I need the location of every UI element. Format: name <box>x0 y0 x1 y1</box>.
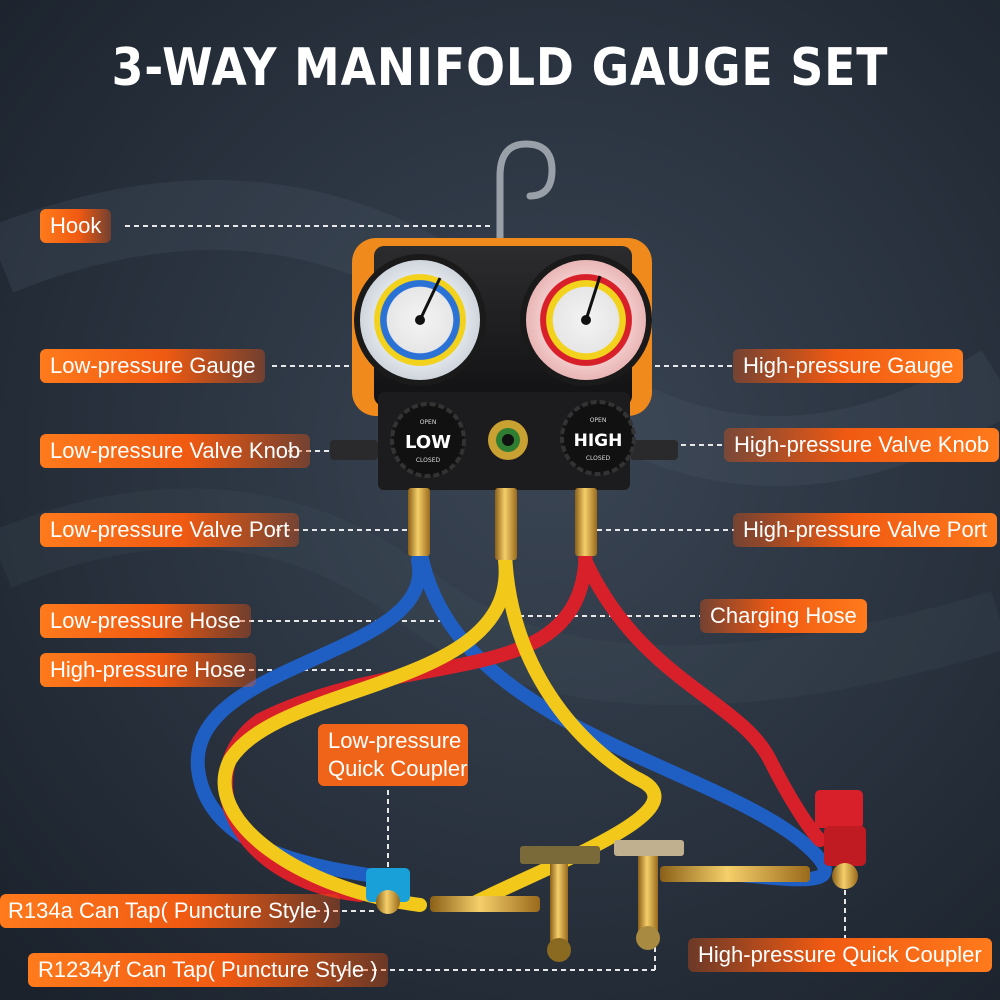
callout-low-pressure-quick-coupler-line1: Low-pressure <box>328 728 462 753</box>
callout-r1234yf-can-tap: R1234yf Can Tap( Puncture Style ) <box>28 953 388 987</box>
svg-text:CLOSED: CLOSED <box>586 455 611 462</box>
low-pressure-quick-coupler-shape <box>366 868 410 914</box>
high-pressure-quick-coupler-shape <box>815 790 866 889</box>
page-title: 3-WAY MANIFOLD GAUGE SET <box>111 38 889 98</box>
callout-low-pressure-valve-knob: Low-pressure Valve Knob <box>40 434 311 468</box>
svg-text:CLOSED: CLOSED <box>416 457 441 464</box>
low-pressure-gauge-shape <box>354 254 486 386</box>
svg-text:OPEN: OPEN <box>420 419 437 426</box>
callout-high-pressure-valve-port: High-pressure Valve Port <box>733 513 998 547</box>
r1234yf-can-tap-shape <box>614 840 684 950</box>
callout-low-pressure-quick-coupler: Low-pressure Quick Coupler <box>318 724 468 786</box>
svg-text:OPEN: OPEN <box>590 417 607 424</box>
callout-high-pressure-valve-knob: High-pressure Valve Knob <box>724 428 1000 462</box>
callout-charging-hose: Charging Hose <box>700 599 867 633</box>
svg-text:HIGH: HIGH <box>574 431 623 451</box>
low-pressure-valve-knob-shape: LOW OPEN CLOSED <box>390 402 466 478</box>
callout-high-pressure-gauge: High-pressure Gauge <box>733 349 964 383</box>
callout-low-pressure-gauge: Low-pressure Gauge <box>40 349 266 383</box>
callout-low-pressure-hose: Low-pressure Hose <box>40 604 251 638</box>
high-pressure-valve-knob-shape: HIGH OPEN CLOSED <box>560 400 636 476</box>
hook <box>496 140 556 242</box>
callout-low-pressure-quick-coupler-line2: Quick Coupler <box>328 756 468 781</box>
brass-fittings <box>430 866 810 912</box>
callout-low-pressure-valve-port: Low-pressure Valve Port <box>40 513 300 547</box>
sight-glass <box>488 420 528 460</box>
r134a-can-tap-shape <box>520 846 600 962</box>
high-pressure-gauge-shape <box>520 254 652 386</box>
callout-r134a-can-tap: R134a Can Tap( Puncture Style ) <box>0 894 341 928</box>
callout-high-pressure-hose: High-pressure Hose <box>40 653 256 687</box>
svg-text:LOW: LOW <box>405 432 451 453</box>
callout-high-pressure-quick-coupler: High-pressure Quick Coupler <box>688 938 992 972</box>
valve-ports <box>408 488 597 560</box>
callout-hook: Hook <box>40 209 112 243</box>
high-pressure-hose-shape <box>218 523 593 902</box>
